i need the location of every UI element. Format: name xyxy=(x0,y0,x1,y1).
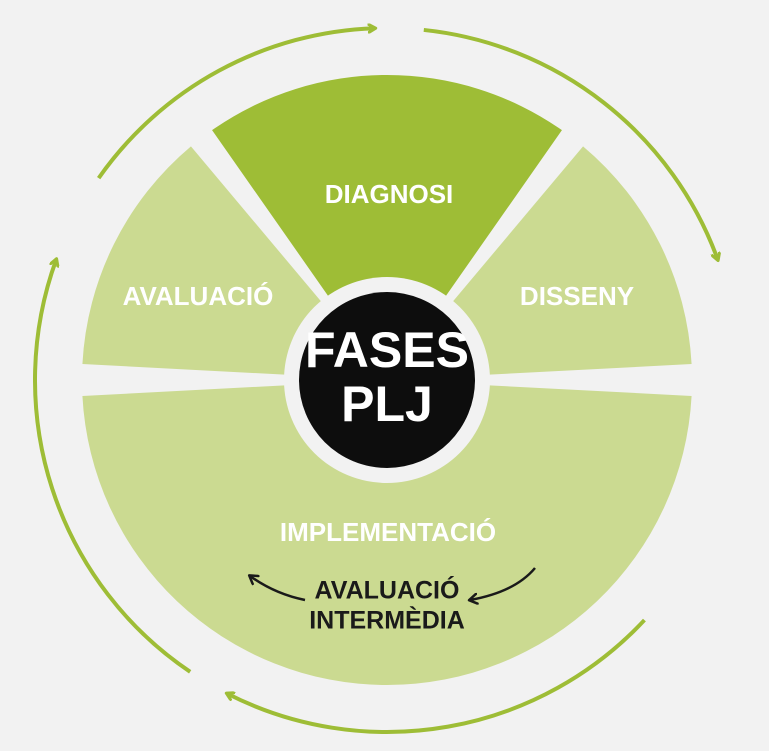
label-avaluacio: AVALUACIÓ xyxy=(123,281,274,311)
cycle-arrow-left xyxy=(33,260,192,674)
label-implementacio: IMPLEMENTACIÓ xyxy=(280,517,496,547)
center-title-line2: PLJ xyxy=(341,376,433,432)
segment-implementacio xyxy=(82,385,692,686)
center-title-line1: FASES xyxy=(305,322,469,378)
cycle-arrow-top xyxy=(97,28,375,180)
segment-avaluacio xyxy=(82,146,323,375)
cycle-arrow-bottom xyxy=(227,618,646,734)
label-diagnosi: DIAGNOSI xyxy=(325,179,454,209)
segment-disseny xyxy=(451,146,692,375)
center-circle xyxy=(299,292,475,468)
segment-diagnosi xyxy=(212,75,562,299)
phase-segments xyxy=(82,75,692,686)
intermediate-line1: AVALUACIÓ xyxy=(315,575,460,605)
cycle-arrow-right xyxy=(423,27,718,260)
outer-cycle-arrows xyxy=(33,27,718,734)
label-disseny: DISSENY xyxy=(520,281,634,311)
intermediate-line2: INTERMÈDIA xyxy=(309,606,465,635)
intermediate-arrow-left xyxy=(250,576,306,602)
intermediate-arrow-right xyxy=(470,567,536,600)
